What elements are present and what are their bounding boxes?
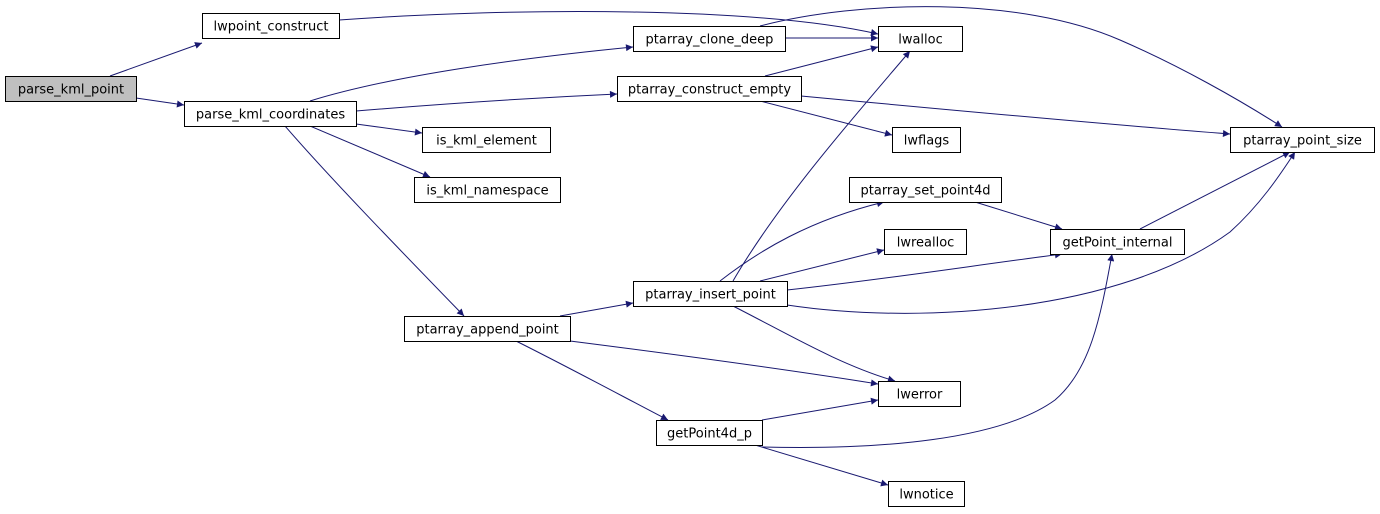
node-box: [1050, 229, 1185, 255]
node-label: parse_kml_point: [18, 83, 124, 98]
node-label: ptarray_append_point: [416, 323, 559, 338]
edge-ptarray_insert_point-to-getPoint_internal: [786, 251, 1063, 291]
node-ptarray-set-point4d[interactable]: ptarray_set_point4d: [849, 177, 1002, 203]
node-ptarray-append-point[interactable]: ptarray_append_point: [404, 316, 571, 342]
node-box: [184, 101, 357, 127]
edge-ptarray_construct_empty-to-ptarray_point_size: [800, 95, 1231, 137]
node-getPoint-internal[interactable]: getPoint_internal: [1050, 229, 1185, 255]
edge-parse_kml_point-to-lwpoint_construct: [109, 42, 203, 77]
node-box: [656, 420, 763, 446]
node-box: [202, 13, 340, 39]
edge-parse_kml_coordinates-to-ptarray_append_point: [284, 125, 465, 317]
node-box: [892, 127, 961, 153]
edge-ptarray_insert_point-to-lwrealloc: [759, 248, 885, 282]
node-box: [884, 229, 967, 255]
node-label: lwnotice: [899, 488, 953, 503]
node-box: [5, 76, 137, 102]
node-box: [878, 26, 963, 52]
node-label: parse_kml_coordinates: [196, 108, 345, 123]
node-parse-kml-coordinates[interactable]: parse_kml_coordinates: [184, 101, 357, 127]
node-label: ptarray_insert_point: [645, 288, 776, 303]
edge-ptarray_insert_point-to-ptarray_point_size: [786, 151, 1296, 314]
node-box: [878, 381, 961, 407]
node-lwerror[interactable]: lwerror: [878, 381, 961, 407]
node-getPoint4d-p[interactable]: getPoint4d_p: [656, 420, 763, 446]
edge-getPoint4d_p-to-getPoint_internal: [761, 253, 1115, 448]
node-lwalloc[interactable]: lwalloc: [878, 26, 963, 52]
edge-ptarray_set_point4d-to-getPoint_internal: [974, 201, 1063, 231]
edge-ptarray_insert_point-to-lwalloc: [732, 50, 911, 282]
edge-parse_kml_point-to-parse_kml_coordinates: [135, 97, 185, 108]
node-is-kml-namespace[interactable]: is_kml_namespace: [414, 177, 561, 203]
node-box: [617, 76, 802, 102]
edge-getPoint4d_p-to-lwnotice: [754, 444, 889, 487]
node-box: [849, 177, 1002, 203]
node-label: ptarray_point_size: [1243, 134, 1362, 149]
edge-layer: [109, 6, 1296, 487]
edge-getPoint4d_p-to-lwerror: [761, 397, 879, 421]
node-label: is_kml_element: [436, 134, 537, 149]
node-label: is_kml_namespace: [426, 184, 548, 199]
edge-ptarray_construct_empty-to-lwalloc: [764, 45, 879, 77]
edge-ptarray_append_point-to-getPoint4d_p: [515, 340, 669, 421]
edge-parse_kml_coordinates-to-ptarray_construct_empty: [355, 90, 618, 112]
node-box: [422, 127, 551, 153]
edge-ptarray_insert_point-to-ptarray_set_point4d: [719, 200, 885, 282]
edge-getPoint_internal-to-ptarray_point_size: [1139, 151, 1291, 230]
node-box: [404, 316, 571, 342]
node-is-kml-element[interactable]: is_kml_element: [422, 127, 551, 153]
edge-ptarray_clone_deep-to-ptarray_point_size: [759, 6, 1283, 128]
edge-ptarray_insert_point-to-lwerror: [732, 305, 896, 383]
node-lwflags[interactable]: lwflags: [892, 127, 961, 153]
node-box: [1230, 127, 1375, 153]
node-label: lwflags: [904, 134, 950, 149]
edge-ptarray_append_point-to-lwerror: [569, 340, 879, 387]
node-box: [414, 177, 561, 203]
edge-ptarray_construct_empty-to-lwflags: [759, 100, 893, 137]
node-ptarray-point-size[interactable]: ptarray_point_size: [1230, 127, 1375, 153]
node-ptarray-clone-deep[interactable]: ptarray_clone_deep: [633, 26, 786, 52]
node-box: [888, 481, 965, 507]
node-layer: parse_kml_point lwpoint_construct parse_km…: [5, 13, 1375, 507]
node-label: ptarray_construct_empty: [628, 83, 791, 98]
node-lwnotice[interactable]: lwnotice: [888, 481, 965, 507]
node-box: [633, 281, 788, 307]
node-label: lwpoint_construct: [214, 20, 329, 35]
node-ptarray-insert-point[interactable]: ptarray_insert_point: [633, 281, 788, 307]
edge-parse_kml_coordinates-to-is_kml_namespace: [309, 125, 431, 178]
edge-parse_kml_coordinates-to-is_kml_element: [355, 123, 423, 136]
node-lwpoint-construct[interactable]: lwpoint_construct: [202, 13, 340, 39]
node-ptarray-construct-empty[interactable]: ptarray_construct_empty: [617, 76, 802, 102]
node-label: lwerror: [897, 388, 943, 403]
node-label: lwrealloc: [897, 236, 955, 251]
edge-lwpoint_construct-to-lwalloc: [338, 11, 879, 36]
node-parse-kml-point[interactable]: parse_kml_point: [5, 76, 137, 102]
node-box: [633, 26, 786, 52]
node-lwrealloc[interactable]: lwrealloc: [884, 229, 967, 255]
edge-parse_kml_coordinates-to-ptarray_clone_deep: [309, 44, 634, 102]
node-label: lwalloc: [898, 33, 943, 48]
node-label: ptarray_clone_deep: [646, 33, 774, 48]
node-label: ptarray_set_point4d: [861, 184, 991, 199]
edge-ptarray_append_point-to-ptarray_insert_point: [559, 300, 634, 317]
node-label: getPoint_internal: [1062, 236, 1172, 251]
node-label: getPoint4d_p: [667, 427, 752, 442]
